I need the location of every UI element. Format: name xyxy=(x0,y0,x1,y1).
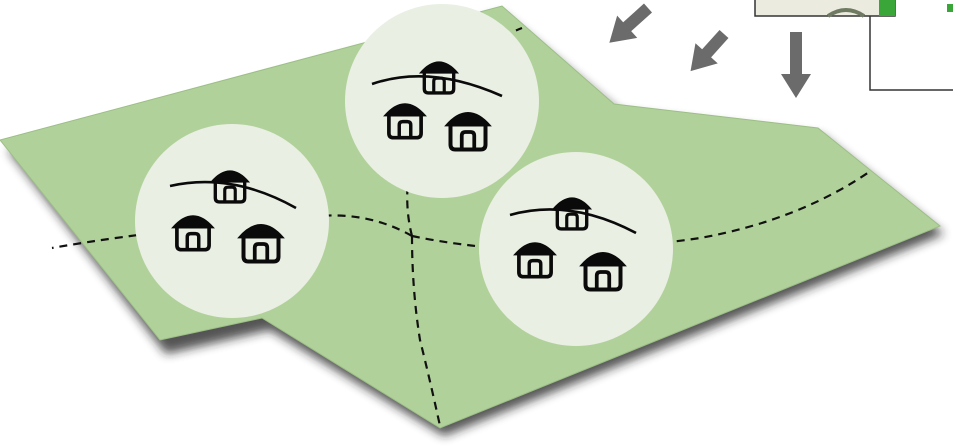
panel-accent xyxy=(879,0,895,16)
arrow-icon xyxy=(781,32,811,98)
settlement-circle xyxy=(479,152,673,346)
land-parcel xyxy=(0,5,941,429)
panel-box xyxy=(754,0,896,17)
panel-ornament xyxy=(826,8,866,18)
arrow-icon xyxy=(690,29,729,72)
arrow-icon xyxy=(609,3,653,43)
road-line xyxy=(371,75,503,98)
panel-accent-small xyxy=(947,4,953,12)
settlement-east xyxy=(479,152,673,346)
boundary-east xyxy=(411,169,873,252)
arrows xyxy=(609,3,811,98)
top-right-panel xyxy=(754,0,953,91)
panel-connector xyxy=(869,16,953,91)
road-line xyxy=(169,180,297,210)
settlement-circle xyxy=(345,4,539,198)
road-line xyxy=(509,208,637,235)
settlement-north xyxy=(345,4,539,198)
settlement-west xyxy=(135,124,329,318)
boundary-south xyxy=(410,235,442,427)
settlement-circle xyxy=(135,124,329,318)
